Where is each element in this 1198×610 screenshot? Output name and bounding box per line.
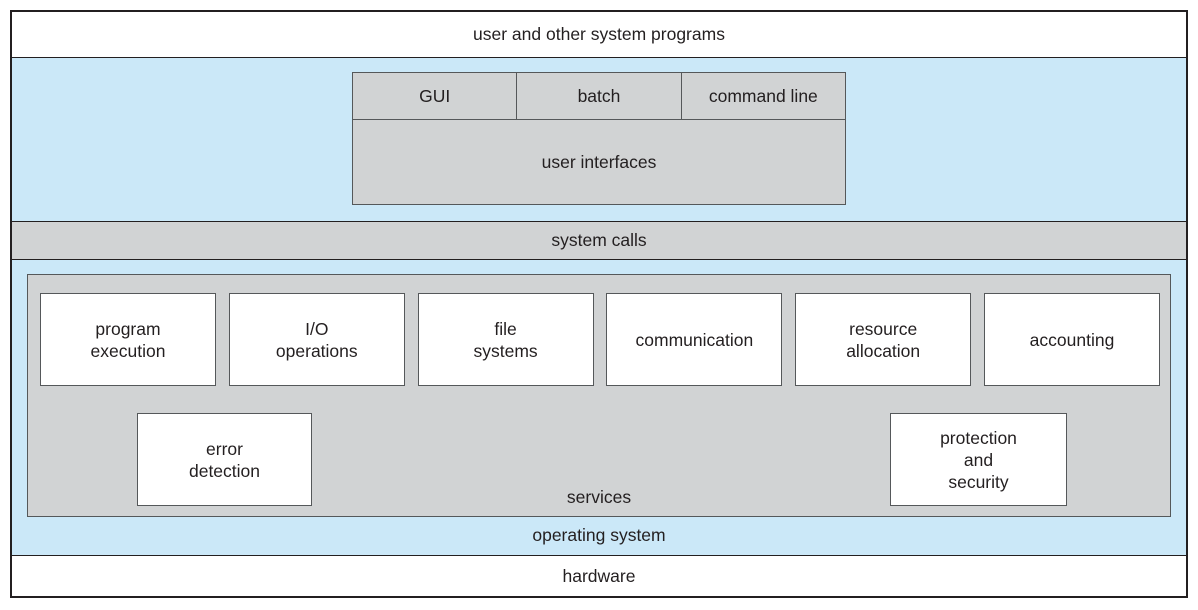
gui-label: GUI [419,85,451,106]
hardware-label: hardware [562,565,636,586]
services-box: program execution I/O operations file sy… [27,274,1171,517]
service-box-io-operations: I/O operations [228,293,405,386]
operating-system-label: operating system [532,525,666,545]
ui-type-command-line: command line [680,73,845,119]
user-interfaces-label: user interfaces [541,151,657,172]
service-box-protection-security: protection and security [890,413,1067,506]
services-title: services [566,487,632,507]
service-box-resource-allocation: resource allocation [795,293,972,386]
layer-user-programs: user and other system programs [12,12,1186,58]
layer-operating-system-band: program execution I/O operations file sy… [12,260,1186,555]
batch-label: batch [577,85,621,106]
ui-type-gui: GUI [353,73,516,119]
layer-system-calls: system calls [12,221,1186,260]
layer-user-interface-band: GUI batch command line user interfaces [12,58,1186,221]
service-box-accounting: accounting [983,293,1160,386]
diagram-frame: user and other system programs GUI batch… [10,10,1188,598]
service-box-communication: communication [606,293,783,386]
service-box-program-execution: program execution [40,293,216,386]
user-programs-label: user and other system programs [473,24,725,44]
services-row-1: program execution I/O operations file sy… [40,293,1160,386]
user-interface-types-row: GUI batch command line [353,73,845,120]
command-line-label: command line [708,85,818,106]
user-interfaces-box: GUI batch command line user interfaces [352,72,846,205]
service-box-error-detection: error detection [137,413,312,506]
user-interfaces-title-area: user interfaces [353,120,845,204]
service-box-file-systems: file systems [417,293,594,386]
system-calls-label: system calls [551,230,647,250]
layer-hardware: hardware [12,555,1186,596]
ui-type-batch: batch [516,73,680,119]
